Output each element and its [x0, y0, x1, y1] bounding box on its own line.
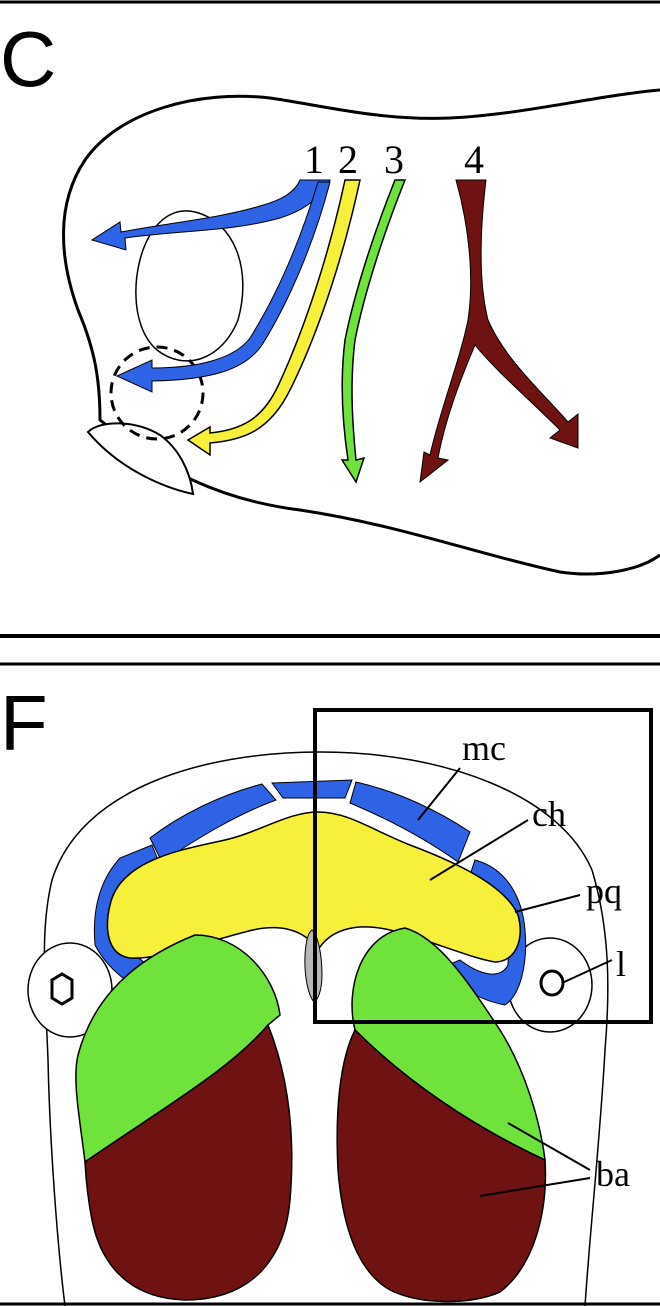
- blue-segment-top-left: [149, 783, 277, 863]
- right-eye: [507, 937, 593, 1033]
- stream-1-branch-upper: [90, 179, 331, 251]
- left-arch-maroon: [84, 1023, 293, 1301]
- mc-leader: [417, 767, 461, 821]
- blue-cartilage: [93, 779, 527, 1006]
- l-label: l: [616, 944, 626, 984]
- stream-4-label: 4: [464, 137, 484, 182]
- embryo-head-outline: [62, 88, 660, 576]
- head-section-outline: [43, 751, 609, 1306]
- right-lens: [539, 969, 565, 997]
- ch-leader: [429, 819, 529, 881]
- right-arch-maroon: [336, 1028, 547, 1303]
- pq-label: pq: [586, 871, 622, 911]
- dashed-circle: [109, 345, 205, 441]
- mc-label: mc: [462, 728, 506, 768]
- jaw-lobe: [86, 422, 195, 496]
- blue-segment-top-center: [271, 779, 353, 799]
- stream-3-label: 3: [384, 137, 404, 182]
- l-leader: [561, 959, 613, 984]
- inset-box: [313, 708, 653, 1024]
- stream-1-branch-lower: [115, 181, 331, 393]
- left-eye: [27, 942, 113, 1038]
- stream-4-arrow: [419, 179, 579, 484]
- stream-3-arrow: [340, 179, 407, 484]
- stream-2-label: 2: [338, 137, 358, 182]
- stream-1-label: 1: [304, 137, 324, 182]
- stream-1-arrow: [90, 179, 331, 393]
- panel-f-letter: F: [0, 679, 48, 767]
- left-lens: [50, 972, 74, 1006]
- ch-label: ch: [532, 794, 566, 834]
- ba-leader-lower: [479, 1177, 591, 1197]
- ba-leader-upper: [507, 1122, 591, 1171]
- panel-f: F: [0, 679, 660, 1306]
- stream-2-arrow: [186, 179, 361, 457]
- leader-lines: [417, 767, 613, 1197]
- branchial-arches: [75, 927, 547, 1303]
- panel-c: C 1 2 3 4: [0, 0, 660, 666]
- ba-label: ba: [596, 1154, 630, 1194]
- pq-leader: [514, 894, 581, 913]
- panel-c-letter: C: [0, 15, 56, 103]
